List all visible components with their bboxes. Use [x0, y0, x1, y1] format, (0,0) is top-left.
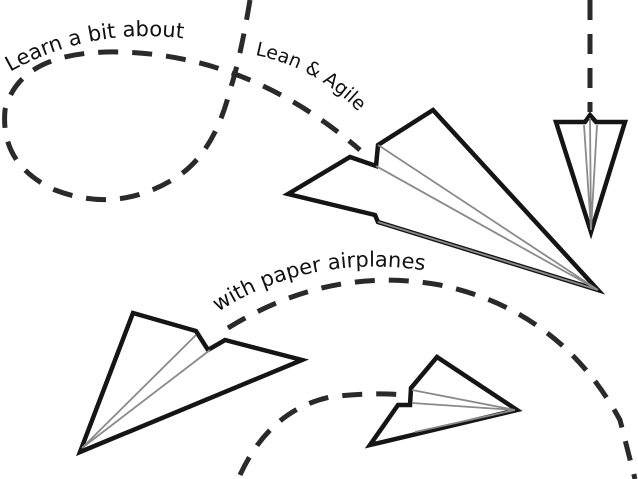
paper-airplane-small-icon [364, 354, 523, 449]
paper-airplane-down-icon [552, 111, 629, 240]
paper-airplane-left-icon [76, 310, 310, 457]
paper-airplane-large-icon [282, 107, 606, 295]
headline-line-1: Learn a bit about [1, 17, 185, 76]
headline-line-2: Lean & Agile [254, 38, 370, 115]
